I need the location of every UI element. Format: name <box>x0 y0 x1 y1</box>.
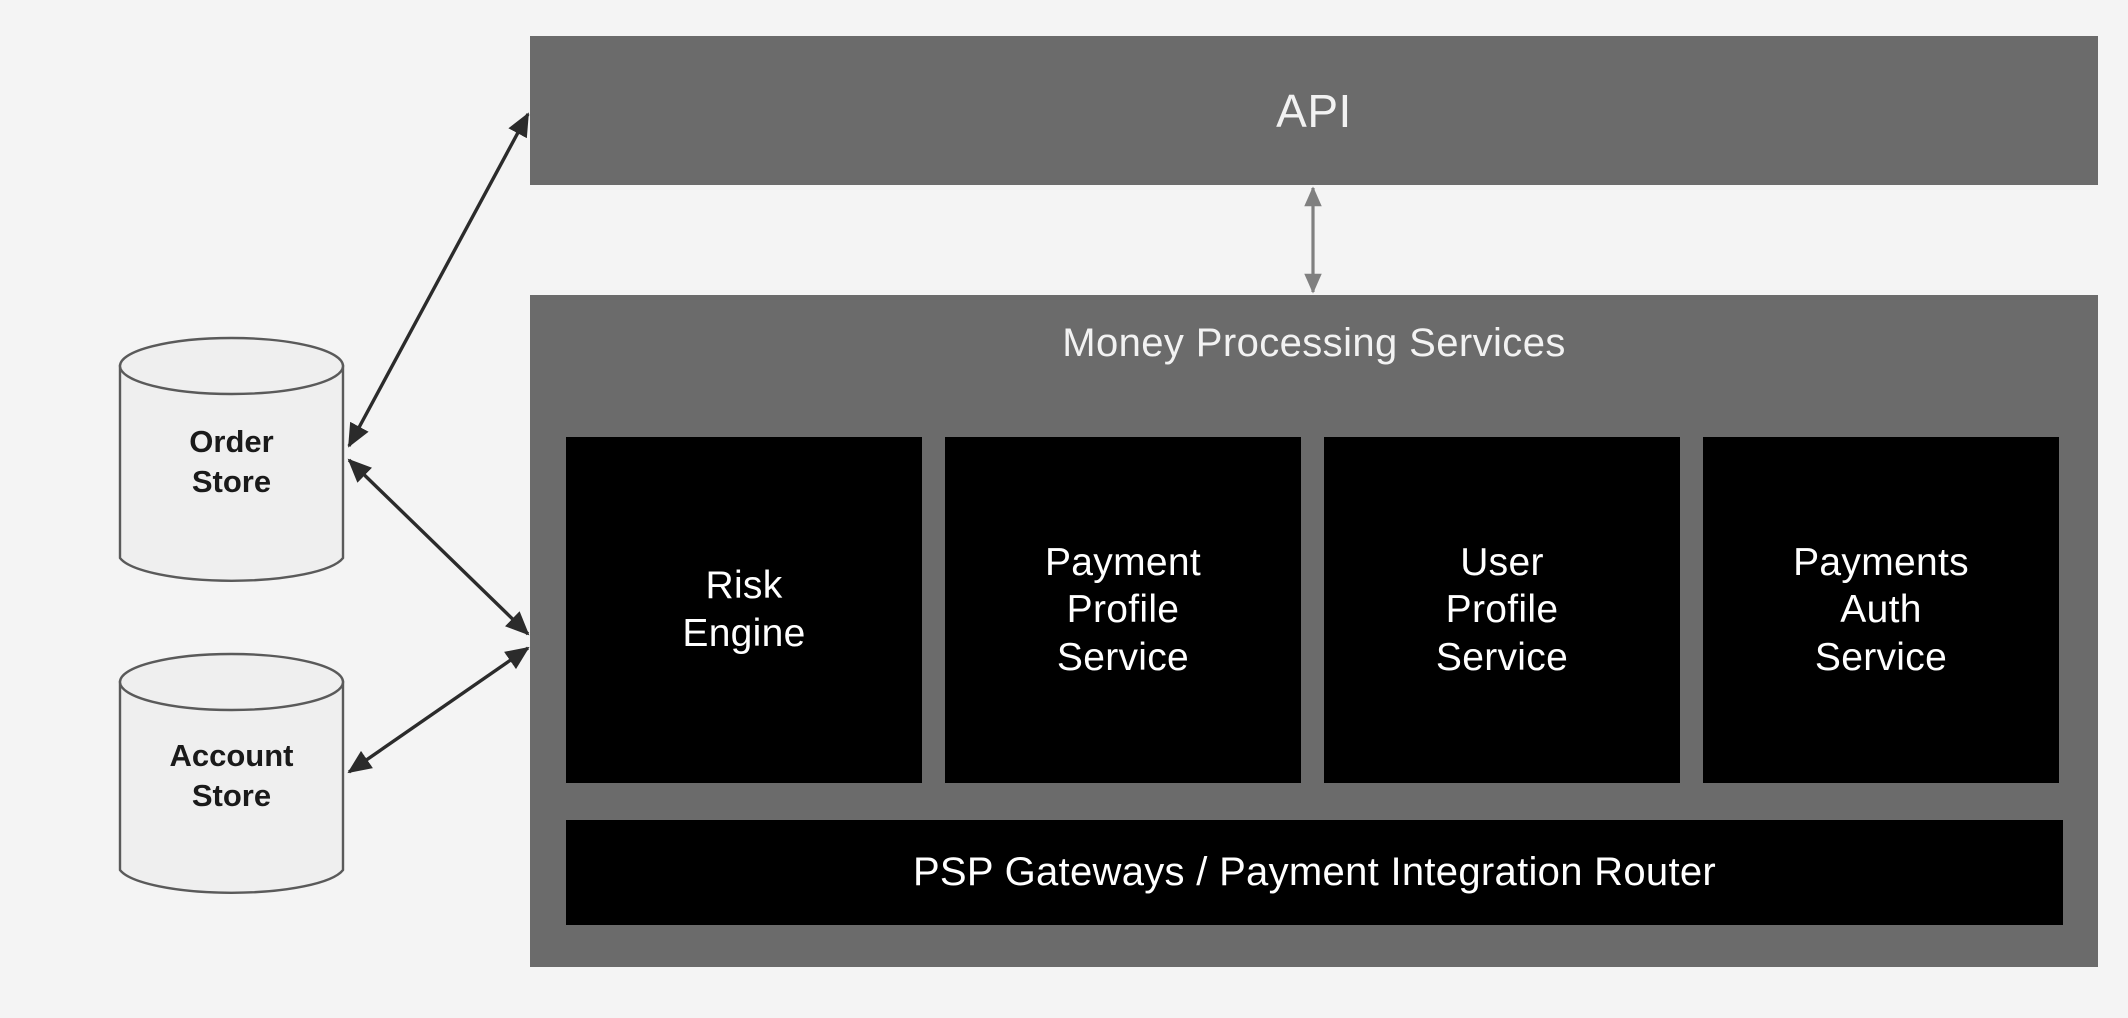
datastore-account-store[interactable]: Account Store <box>118 652 345 900</box>
psp-gateways-router-label: PSP Gateways / Payment Integration Route… <box>912 850 1717 894</box>
service-card-row: Risk Engine Payment Profile Service User… <box>566 437 2059 783</box>
service-card-label: User Profile Service <box>1435 540 1569 679</box>
service-card-label: Payments Auth Service <box>1793 540 1969 679</box>
service-card-label: Payment Profile Service <box>1044 540 1201 679</box>
database-cylinder-icon <box>118 336 345 582</box>
psp-gateways-router-bar[interactable]: PSP Gateways / Payment Integration Route… <box>566 820 2063 925</box>
service-card-payments-auth-service[interactable]: Payments Auth Service <box>1703 437 2059 783</box>
service-card-risk-engine[interactable]: Risk Engine <box>566 437 922 783</box>
api-label: API <box>1276 84 1352 137</box>
service-card-label: Risk Engine <box>682 564 806 655</box>
api-container[interactable]: API <box>530 36 2098 185</box>
connector-order-store-to-api <box>347 112 530 448</box>
service-card-payment-profile-service[interactable]: Payment Profile Service <box>945 437 1301 783</box>
database-cylinder-icon <box>118 652 345 894</box>
connector-account-store-to-money-processing-services <box>347 646 530 774</box>
money-processing-services-title: Money Processing Services <box>1062 321 1566 365</box>
money-processing-services-container[interactable]: Money Processing Services Risk Engine Pa… <box>530 295 2098 967</box>
connector-order-store-to-money-processing-services <box>347 458 530 636</box>
service-card-user-profile-service[interactable]: User Profile Service <box>1324 437 1680 783</box>
datastore-order-store[interactable]: Order Store <box>118 336 345 588</box>
